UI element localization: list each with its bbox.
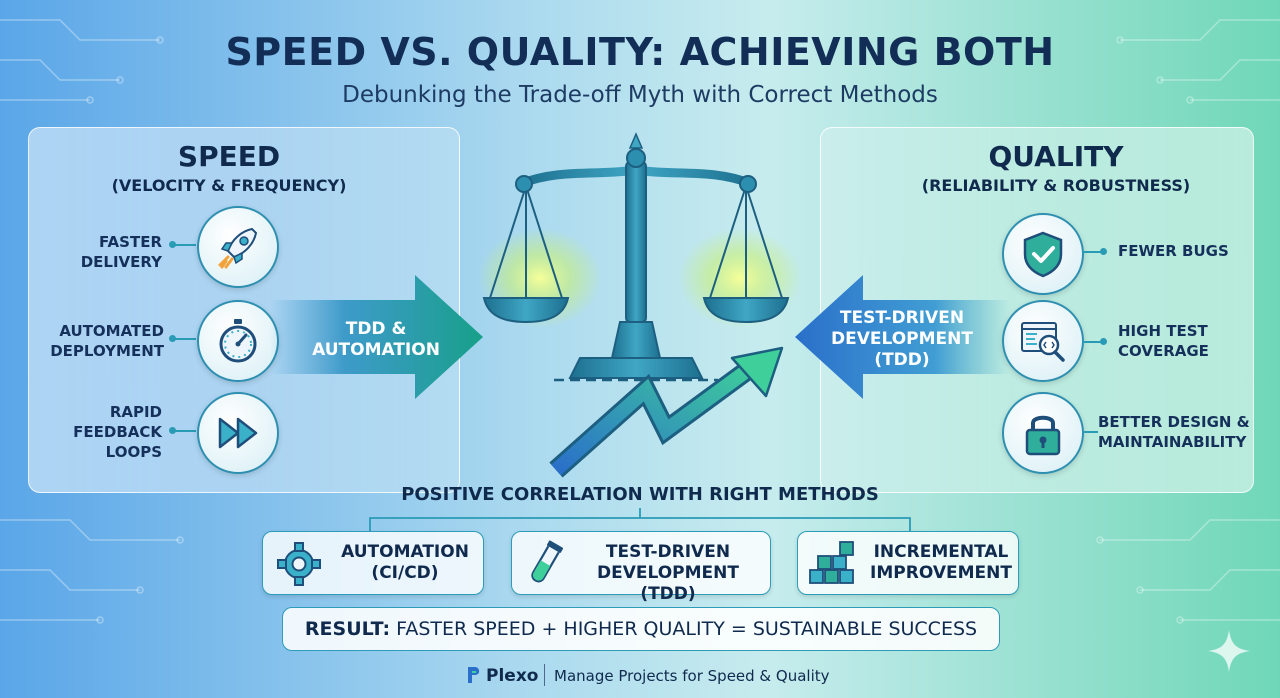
- rocket-icon: [197, 206, 279, 288]
- arrow-label-line: DEVELOPMENT: [831, 329, 973, 349]
- quality-item-line: COVERAGE: [1118, 342, 1209, 360]
- fast-forward-icon: [197, 392, 279, 474]
- page-title: SPEED VS. QUALITY: ACHIEVING BOTH: [225, 30, 1055, 74]
- result-text: FASTER SPEED + HIGHER QUALITY = SUSTAINA…: [396, 618, 978, 640]
- footer-tagline: Manage Projects for Speed & Quality: [554, 667, 830, 685]
- connector-dot: [169, 241, 176, 248]
- quality-subtitle: (RELIABILITY & ROBUSTNESS): [921, 176, 1191, 195]
- speed-item-line: RAPID: [109, 403, 162, 421]
- method-line: DEVELOPMENT (TDD): [597, 563, 739, 604]
- speed-item-line: DELIVERY: [80, 253, 162, 271]
- page-subtitle: Debunking the Trade-off Myth with Correc…: [342, 82, 938, 108]
- plexo-logo-icon: [468, 667, 480, 683]
- result-banner: RESULT: FASTER SPEED + HIGHER QUALITY = …: [282, 607, 1000, 651]
- code-search-icon: [1002, 300, 1084, 382]
- connector-dot: [1100, 338, 1107, 345]
- method-line: (CI/CD): [371, 563, 439, 583]
- tdd-automation-arrow: [270, 275, 483, 399]
- result-prefix: RESULT:: [304, 618, 391, 640]
- quality-item-fewer-bugs: FEWER BUGS: [1118, 241, 1268, 261]
- tdd-automation-label: TDD & AUTOMATION: [296, 319, 456, 361]
- shield-check-icon: [1002, 213, 1084, 295]
- speed-item-line: LOOPS: [105, 443, 162, 461]
- method-line: AUTOMATION: [341, 542, 469, 562]
- methods-heading: POSITIVE CORRELATION WITH RIGHT METHODS: [401, 484, 879, 505]
- speed-item-line: DEPLOYMENT: [50, 342, 164, 360]
- connector-line: [174, 430, 196, 432]
- balance-scale-icon: [478, 132, 802, 478]
- method-line: TEST-DRIVEN: [605, 542, 731, 562]
- method-card-incremental: INCREMENTAL IMPROVEMENT: [797, 531, 1019, 595]
- quality-item-line: FEWER BUGS: [1118, 242, 1229, 260]
- connector-line: [174, 338, 196, 340]
- connector-line: [1082, 341, 1102, 343]
- method-line: INCREMENTAL: [873, 542, 1009, 562]
- speed-subtitle: (VELOCITY & FREQUENCY): [111, 176, 347, 195]
- speed-item-line: FEEDBACK: [73, 423, 162, 441]
- connector-dot: [169, 335, 176, 342]
- arrow-label-line: TEST-DRIVEN: [839, 308, 965, 328]
- quality-title: QUALITY: [988, 140, 1124, 173]
- connector-dot: [169, 427, 176, 434]
- test-tube-icon: [531, 540, 564, 583]
- quality-item-better-design: BETTER DESIGN & MAINTAINABILITY: [1098, 412, 1258, 452]
- stopwatch-icon: [197, 300, 279, 382]
- connector-dot: [1100, 248, 1107, 255]
- speed-item-automated-deployment: AUTOMATED DEPLOYMENT: [14, 321, 164, 361]
- sparkle-icon: [1208, 630, 1250, 672]
- footer-divider: [544, 664, 545, 686]
- quality-item-line: HIGH TEST: [1118, 322, 1208, 340]
- trend-up-arrow-icon: [550, 350, 810, 480]
- connector-line: [174, 244, 196, 246]
- methods-bracket: [369, 508, 911, 532]
- method-line: IMPROVEMENT: [870, 563, 1012, 583]
- brand-name: Plexo: [486, 666, 539, 686]
- tdd-label: TEST-DRIVEN DEVELOPMENT (TDD): [822, 308, 982, 371]
- speed-item-faster-delivery: FASTER DELIVERY: [12, 232, 162, 272]
- method-card-tdd: TEST-DRIVEN DEVELOPMENT (TDD): [511, 531, 771, 604]
- arrow-label-line: AUTOMATION: [312, 340, 440, 360]
- connector-line: [1082, 251, 1102, 253]
- arrow-label-line: (TDD): [874, 350, 930, 370]
- speed-item-rapid-feedback-loops: RAPID FEEDBACK LOOPS: [12, 402, 162, 462]
- connector-line: [1082, 431, 1098, 433]
- quality-item-high-test-coverage: HIGH TEST COVERAGE: [1118, 321, 1268, 361]
- tdd-arrow: [795, 275, 1010, 399]
- gear-icon: [277, 542, 321, 586]
- quality-item-line: MAINTAINABILITY: [1098, 433, 1247, 451]
- speed-title: SPEED: [177, 140, 281, 173]
- method-card-automation: AUTOMATION (CI/CD): [262, 531, 484, 595]
- speed-item-line: AUTOMATED: [59, 322, 164, 340]
- padlock-icon: [1002, 392, 1084, 474]
- quality-item-line: BETTER DESIGN &: [1098, 413, 1250, 431]
- arrow-label-line: TDD &: [345, 319, 407, 339]
- blocks-icon: [809, 541, 854, 584]
- speed-item-line: FASTER: [99, 233, 162, 251]
